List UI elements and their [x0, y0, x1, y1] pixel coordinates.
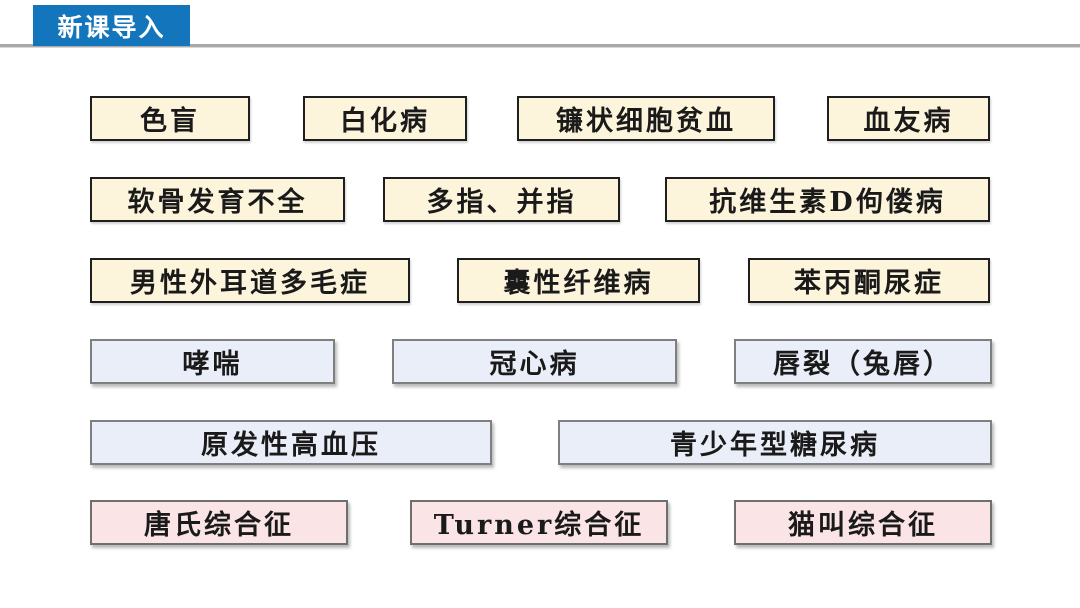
disease-box: 哮喘: [90, 339, 335, 384]
disease-box: 多指、并指: [383, 177, 620, 222]
disease-box: 软骨发育不全: [90, 177, 345, 222]
disease-box: 唐氏综合征: [90, 500, 348, 545]
disease-box: 色盲: [90, 96, 250, 141]
disease-box: 白化病: [303, 96, 467, 141]
disease-box: 唇裂（兔唇）: [734, 339, 992, 384]
disease-box: 冠心病: [392, 339, 677, 384]
disease-box: 原发性高血压: [90, 420, 492, 465]
disease-box: 男性外耳道多毛症: [90, 258, 410, 303]
disease-box: 抗维生素D佝偻病: [665, 177, 990, 222]
header-divider: [0, 44, 1080, 48]
disease-box: 囊性纤维病: [457, 258, 700, 303]
disease-box: 血友病: [827, 96, 990, 141]
disease-box: 青少年型糖尿病: [558, 420, 992, 465]
disease-box: 苯丙酮尿症: [748, 258, 990, 303]
disease-box: Turner综合征: [410, 500, 668, 545]
disease-box: 猫叫综合征: [734, 500, 992, 545]
lesson-intro-badge: 新课导入: [33, 5, 190, 46]
disease-box: 镰状细胞贫血: [517, 96, 775, 141]
